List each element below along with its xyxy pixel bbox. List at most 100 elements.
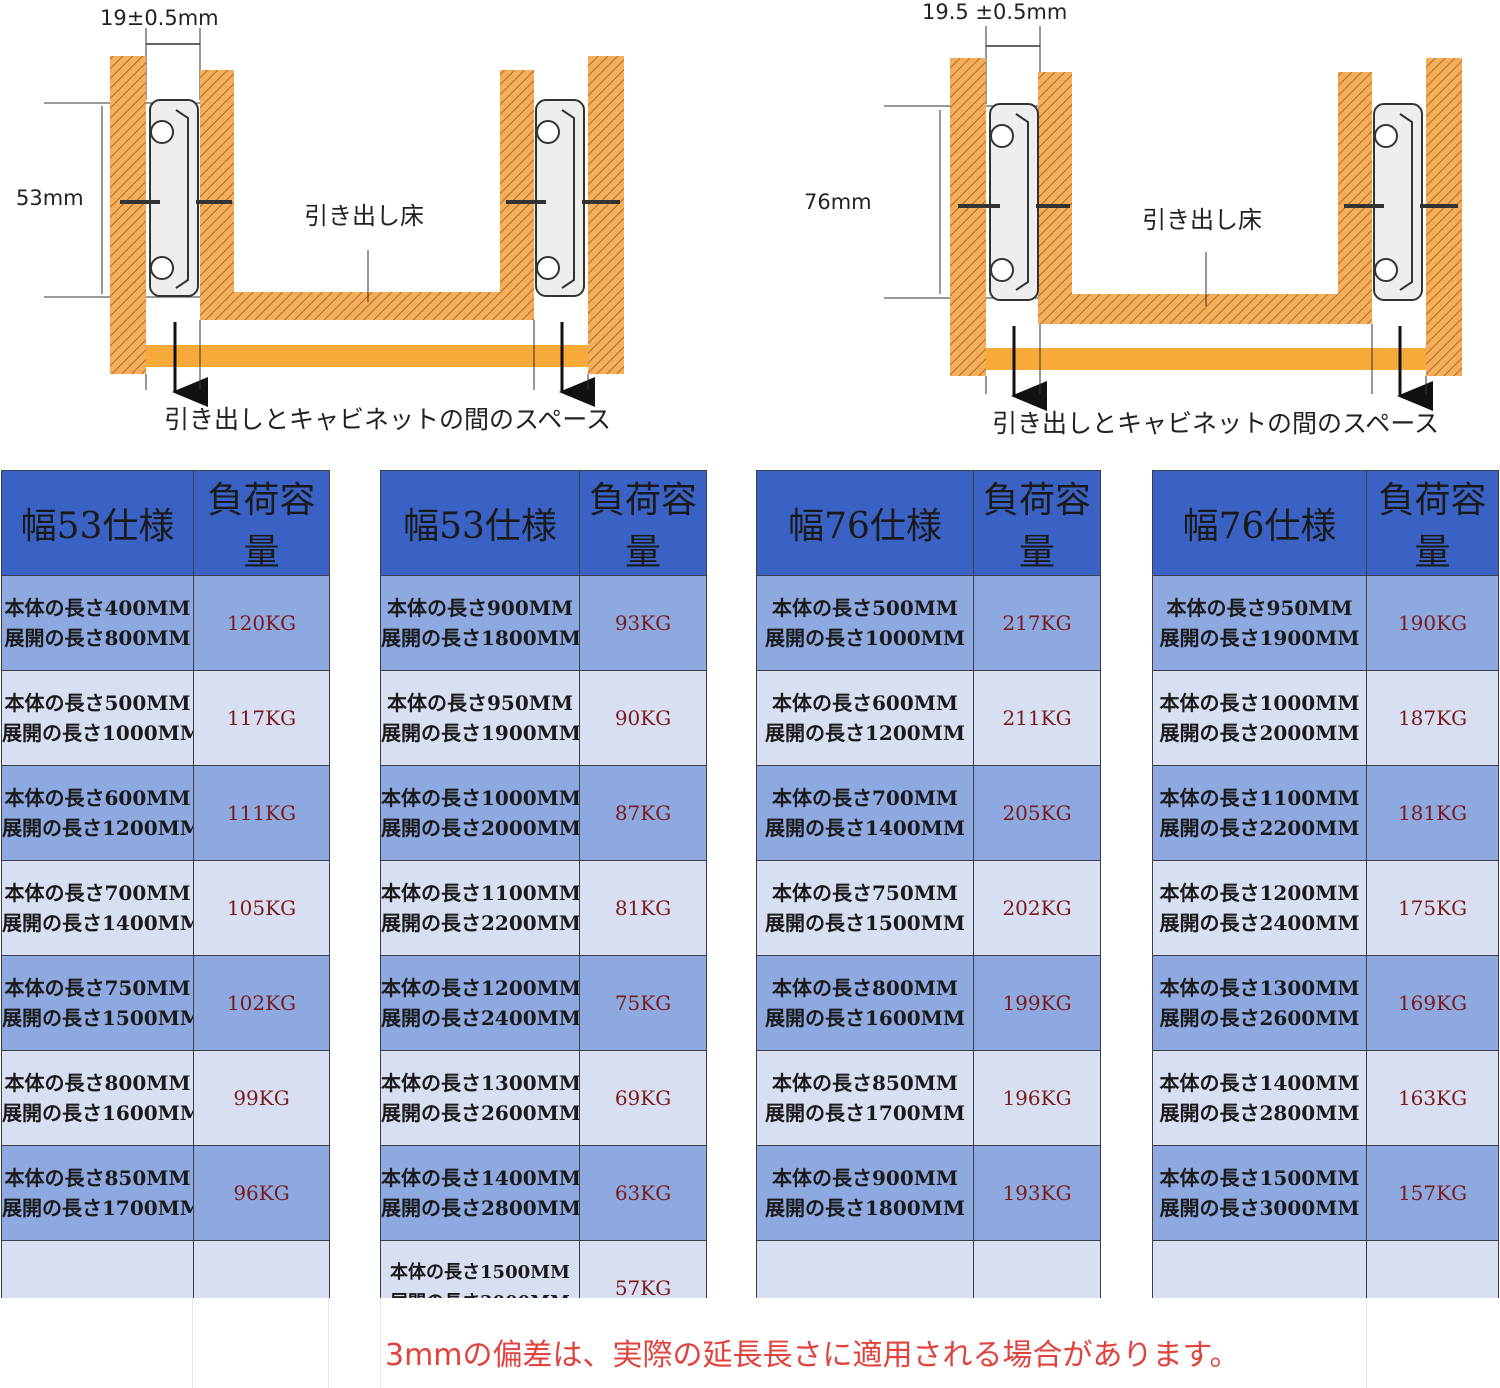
grid-line [1366,1298,1367,1388]
load-cell: 187KG [1366,670,1499,766]
width-dimension-label: 19.5 ±0.5mm [922,0,1068,24]
header-spec: 幅76仕様 [756,470,974,576]
height-dimension-label: 53mm [16,186,84,210]
width-dimension-label: 19±0.5mm [100,6,219,30]
load-cell: 99KG [193,1050,330,1146]
header-spec: 幅76仕様 [1152,470,1367,576]
grid-line [192,1298,193,1388]
cabinet-drawing [884,26,1462,411]
load-cell: 193KG [973,1145,1101,1241]
load-cell: 69KG [579,1050,707,1146]
header-load: 負荷容量 [579,470,707,576]
load-cell: 81KG [579,860,707,956]
load-cell: 87KG [579,765,707,861]
load-cell: 117KG [193,670,330,766]
load-cell: 202KG [973,860,1101,956]
load-cell: 63KG [579,1145,707,1241]
drawer-diagram-53: 19±0.5mm 53mm 引き出し床 引き出しとキャビネットの間のスペース [0,0,750,460]
load-cell: 169KG [1366,955,1499,1051]
header-spec: 幅53仕様 [1,470,194,576]
load-cell: 205KG [973,765,1101,861]
load-cell: 157KG [1366,1145,1499,1241]
load-cell: 105KG [193,860,330,956]
load-cell: 163KG [1366,1050,1499,1146]
header-load: 負荷容量 [973,470,1101,576]
gap-space-label: 引き出しとキャビネットの間のスペース [164,405,612,434]
height-dimension-label: 76mm [804,190,872,214]
drawer-diagram-76: 19.5 ±0.5mm 76mm 引き出し床 引き出しとキャビネットの間のスペー… [760,0,1500,460]
load-cell: 190KG [1366,575,1499,671]
cabinet-drawing [44,28,624,407]
load-cell: 111KG [193,765,330,861]
load-cell: 93KG [579,575,707,671]
header-load: 負荷容量 [193,470,330,576]
load-cell: 102KG [193,955,330,1051]
header-spec: 幅53仕様 [380,470,580,576]
load-cell: 75KG [579,955,707,1051]
load-cell: 96KG [193,1145,330,1241]
load-cell: 90KG [579,670,707,766]
load-cell: 211KG [973,670,1101,766]
load-cell: 175KG [1366,860,1499,956]
drawer-floor-label: 引き出し床 [1142,206,1262,234]
load-cell: 196KG [973,1050,1101,1146]
header-load: 負荷容量 [1366,470,1499,576]
load-cell: 217KG [973,575,1101,671]
